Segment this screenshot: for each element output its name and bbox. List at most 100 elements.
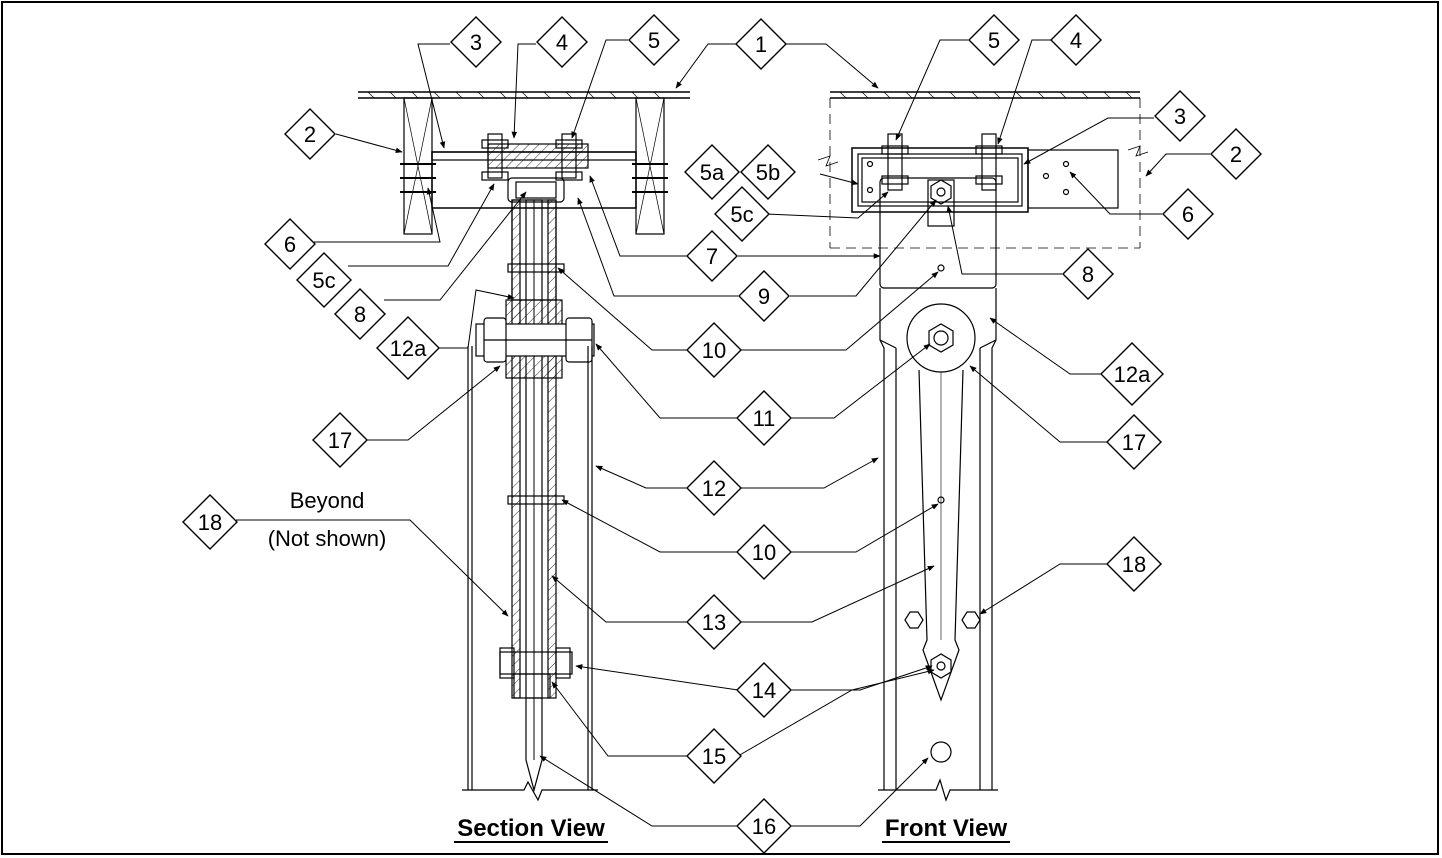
callout-6-right: 6 xyxy=(1162,188,1214,240)
callout-18-right-diamond xyxy=(1106,536,1162,592)
callout-12a-left-label: 12a xyxy=(390,336,427,361)
front-view-title: Front View xyxy=(885,815,1008,842)
callout-18-left: 18 xyxy=(182,494,238,550)
callout-18-left-diamond xyxy=(182,494,238,550)
callout-5-left: 5 xyxy=(628,14,680,66)
callout-6-right-label: 6 xyxy=(1182,202,1194,227)
callout-12: 12 xyxy=(686,460,742,516)
callout-2-right-label: 2 xyxy=(1230,142,1242,167)
callout-8-right-label: 8 xyxy=(1082,262,1094,287)
callout-6-left-label: 6 xyxy=(284,232,296,257)
leader-lines xyxy=(236,39,1210,827)
callout-17-right-diamond xyxy=(1106,414,1162,470)
section-view-drawing xyxy=(358,91,690,843)
callout-15: 15 xyxy=(686,728,742,784)
callout-5a: 5a xyxy=(684,144,740,200)
callout-8-right-diamond xyxy=(1062,248,1114,300)
callout-10-upper-diamond xyxy=(686,322,742,378)
callout-8-left: 8 xyxy=(334,288,386,340)
callout-3-right-diamond xyxy=(1154,90,1206,142)
callout-9: 9 xyxy=(738,270,790,322)
callout-15-label: 15 xyxy=(702,744,726,769)
callout-12a-right: 12a xyxy=(1100,342,1164,406)
callout-10-lower-label: 10 xyxy=(752,540,776,565)
callout-5c-right-label: 5c xyxy=(730,202,753,227)
callout-11-label: 11 xyxy=(753,406,776,431)
callout-10-lower: 10 xyxy=(736,524,792,580)
callout-11-diamond xyxy=(736,390,792,446)
callout-6-right-diamond xyxy=(1162,188,1214,240)
callout-12a-right-label: 12a xyxy=(1114,362,1151,387)
callout-2-right-diamond xyxy=(1210,128,1262,180)
callout-10-upper: 10 xyxy=(686,322,742,378)
callout-5-right: 5 xyxy=(968,14,1020,66)
callout-10-upper-label: 10 xyxy=(702,338,726,363)
callout-5-left-diamond xyxy=(628,14,680,66)
callout-13-label: 13 xyxy=(702,610,726,635)
callout-5c-left-diamond xyxy=(296,252,352,308)
callout-4-right: 4 xyxy=(1050,14,1102,66)
callout-5c-right-diamond xyxy=(714,186,770,242)
callout-18-right: 18 xyxy=(1106,536,1162,592)
callout-17-right-label: 17 xyxy=(1122,430,1146,455)
callout-9-label: 9 xyxy=(758,284,770,309)
callout-12a-right-diamond xyxy=(1100,342,1164,406)
callout-2-right: 2 xyxy=(1210,128,1262,180)
front-view-drawing xyxy=(817,91,1149,843)
callout-3-left-diamond xyxy=(450,16,502,68)
callout-12a-left-diamond xyxy=(376,316,440,380)
callout-8-right: 8 xyxy=(1062,248,1114,300)
callout-5-left-label: 5 xyxy=(648,28,660,53)
callout-5-right-label: 5 xyxy=(988,28,1000,53)
callout-3-right-label: 3 xyxy=(1174,104,1186,129)
callout-4-right-label: 4 xyxy=(1070,28,1082,53)
callout-5c-right: 5c xyxy=(714,186,770,242)
callout-17-left: 17 xyxy=(312,412,368,468)
callout-1-diamond xyxy=(735,18,787,70)
callout-4-right-diamond xyxy=(1050,14,1102,66)
callout-5a-diamond xyxy=(684,144,740,200)
callout-5a-label: 5a xyxy=(700,160,725,185)
callout-8-left-label: 8 xyxy=(354,302,366,327)
callout-5-right-diamond xyxy=(968,14,1020,66)
callout-17-left-diamond xyxy=(312,412,368,468)
callout-18-left-label: 18 xyxy=(198,510,222,535)
callout-7-diamond xyxy=(686,230,738,282)
section-view-title: Section View xyxy=(457,815,605,842)
callout-1: 1 xyxy=(735,18,787,70)
callout-17-left-label: 17 xyxy=(328,428,352,453)
callout-4-left-label: 4 xyxy=(556,30,568,55)
callout-3-right: 3 xyxy=(1154,90,1206,142)
callout-1-label: 1 xyxy=(755,32,767,57)
callout-5b-label: 5b xyxy=(756,160,780,185)
callout-7: 7 xyxy=(686,230,738,282)
callout-16: 16 xyxy=(736,798,792,854)
callout-15-diamond xyxy=(686,728,742,784)
callout-5c-left-label: 5c xyxy=(312,268,335,293)
callout-5b-diamond xyxy=(740,144,796,200)
callout-9-diamond xyxy=(738,270,790,322)
callout-5b: 5b xyxy=(740,144,796,200)
callout-13: 13 xyxy=(686,594,742,650)
callout-11: 11 xyxy=(736,390,792,446)
callout-12-diamond xyxy=(686,460,742,516)
callout-4-left-diamond xyxy=(536,16,588,68)
callout-3-left: 3 xyxy=(450,16,502,68)
callout-18-right-label: 18 xyxy=(1122,552,1146,577)
callout-6-left-diamond xyxy=(264,218,316,270)
callout-7-label: 7 xyxy=(706,244,718,269)
callout-4-left: 4 xyxy=(536,16,588,68)
callout-13-diamond xyxy=(686,594,742,650)
callout-14-diamond xyxy=(736,662,792,718)
note-line-1: Beyond xyxy=(290,488,365,513)
callout-10-lower-diamond xyxy=(736,524,792,580)
callout-5c-left: 5c xyxy=(296,252,352,308)
callout-3-left-label: 3 xyxy=(470,30,482,55)
callout-17-right: 17 xyxy=(1106,414,1162,470)
callout-2-left-label: 2 xyxy=(304,122,316,147)
callout-14-label: 14 xyxy=(752,678,776,703)
callout-6-left: 6 xyxy=(264,218,316,270)
callout-12-label: 12 xyxy=(702,476,726,501)
